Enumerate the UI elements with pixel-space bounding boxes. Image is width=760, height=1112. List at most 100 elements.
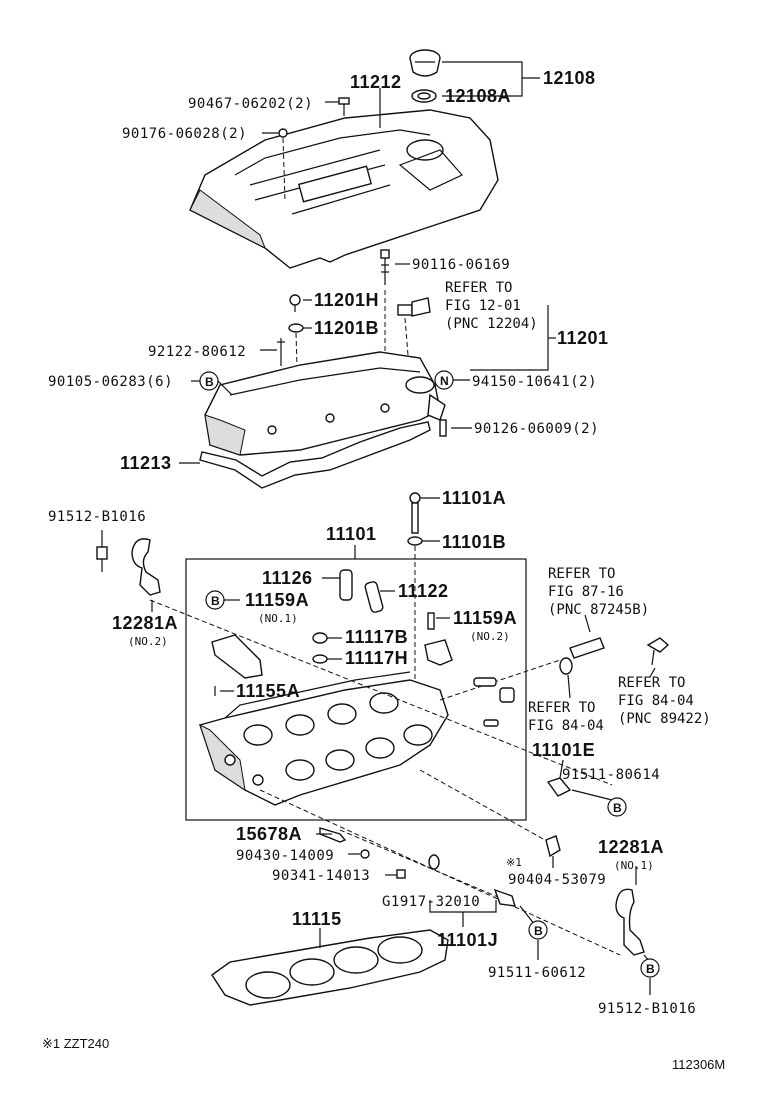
- cylinder-head-cover-11212: [189, 109, 499, 269]
- pipe-15678A: [319, 827, 347, 843]
- callout-b-11159A: B: [205, 590, 225, 610]
- footer-diagram-id: 112306M: [672, 1057, 725, 1072]
- cylinder-head-box: [185, 558, 527, 821]
- ref3-line1: REFER TO: [618, 675, 685, 691]
- ref4-line2: FIG 84-04: [528, 718, 604, 734]
- plug-parts: [473, 677, 515, 727]
- svg-text:B: B: [205, 375, 214, 389]
- label-11213: 11213: [120, 453, 172, 473]
- ref1-line3: (PNC 12204): [445, 316, 538, 332]
- callout-b-91511-60612: B: [528, 920, 548, 940]
- bolt-11201H: [289, 294, 301, 312]
- label-11126: 11126: [262, 568, 313, 588]
- label-91511-60612: 91511-60612: [488, 965, 586, 981]
- ref2-line3: (PNC 87245B): [548, 602, 649, 618]
- label-90116: 90116-06169: [412, 257, 510, 273]
- label-90105: 90105-06283(6): [48, 374, 173, 390]
- note-mark1: ※1: [506, 856, 522, 869]
- label-94150: 94150-10641(2): [472, 374, 597, 390]
- label-91511-80614: 91511-80614: [562, 767, 660, 783]
- note-no2-a: (NO.2): [128, 635, 168, 648]
- oil-filler-gasket: [411, 89, 437, 103]
- label-11101E: 11101E: [532, 740, 595, 760]
- cylinder-head-cover: [204, 351, 446, 456]
- svg-text:B: B: [534, 924, 543, 938]
- washer-right: [559, 657, 573, 675]
- bolt-90126: [439, 419, 447, 437]
- oil-filler-cap: [409, 49, 441, 77]
- footer-model-note: ※1 ZZT240: [42, 1036, 109, 1051]
- label-11122: 11122: [398, 581, 449, 601]
- callout-b-91511-80614: B: [607, 797, 627, 817]
- fitting-90404: [545, 835, 561, 858]
- stud-92122: [277, 338, 285, 366]
- label-90467: 90467-06202(2): [188, 96, 313, 112]
- label-12108: 12108: [543, 68, 596, 88]
- label-11101J: 11101J: [437, 930, 498, 950]
- label-15678A: 15678A: [236, 824, 302, 844]
- label-12281A-no2: 12281A: [112, 613, 178, 633]
- head-gasket-11115: [211, 929, 449, 1006]
- bolt-11159A: [427, 612, 435, 630]
- ref3-line3: (PNC 89422): [618, 711, 711, 727]
- label-90404: 90404-53079: [508, 872, 606, 888]
- label-11101: 11101: [326, 524, 377, 544]
- callout-n-94150: N: [440, 374, 449, 388]
- ref3-line2: FIG 84-04: [618, 693, 694, 709]
- svg-text:N: N: [440, 374, 449, 388]
- label-11101B: 11101B: [442, 532, 506, 552]
- note-no2-b: (NO.2): [470, 630, 510, 643]
- bolt-90341: [396, 869, 406, 879]
- callout-b-90105: B: [199, 371, 219, 391]
- gasket-G1917: [428, 854, 440, 870]
- bolt-91512-left: [96, 546, 108, 572]
- svg-text:B: B: [646, 962, 655, 976]
- label-11159A-right: 11159A: [453, 608, 517, 628]
- bolt-90467: [338, 97, 350, 116]
- label-11201H: 11201H: [314, 290, 379, 310]
- svg-text:B: B: [613, 801, 622, 815]
- label-11201B: 11201B: [314, 318, 379, 338]
- label-12108A: 12108A: [445, 86, 511, 106]
- valve-guide-11126: [339, 569, 353, 601]
- label-11115: 11115: [292, 909, 342, 929]
- label-12281A-no1: 12281A: [598, 837, 664, 857]
- note-no1-a: (NO.1): [258, 612, 298, 625]
- cam-cap-11159A-right: [424, 639, 453, 666]
- cylinder-head: [199, 671, 449, 806]
- plug-11101J: [493, 888, 516, 907]
- label-G1917: G1917-32010: [382, 894, 480, 910]
- head-bolt-washer-11101B: [407, 536, 423, 546]
- seal-11117B: [312, 632, 328, 644]
- label-90341: 90341-14013: [272, 868, 370, 884]
- ref1-line2: FIG 12-01: [445, 298, 521, 314]
- callout-b-91512-bottom: B: [640, 958, 660, 978]
- pcv-valve: [397, 297, 431, 317]
- sensor-89422: [646, 637, 670, 666]
- label-11117B: 11117B: [345, 627, 408, 647]
- ref2-line1: REFER TO: [548, 566, 615, 582]
- seal-11117H: [312, 654, 328, 664]
- cover-gasket-11213: [199, 421, 431, 489]
- stud-90116: [380, 249, 390, 285]
- label-11159A-left: 11159A: [245, 590, 309, 610]
- label-90176: 90176-06028(2): [122, 126, 247, 142]
- label-91512-top: 91512-B1016: [48, 509, 146, 525]
- valve-guide-11122: [364, 581, 384, 613]
- label-11201: 11201: [557, 328, 609, 348]
- gasket-90430: [360, 849, 370, 859]
- engine-hanger-no2: [131, 538, 161, 596]
- label-11212: 11212: [350, 72, 402, 92]
- label-11155A: 11155A: [236, 681, 300, 701]
- ref1-line1: REFER TO: [445, 280, 512, 296]
- plug-11101E: [546, 777, 572, 797]
- cam-cap-11159A-left: [211, 634, 263, 679]
- label-11117H: 11117H: [345, 648, 408, 668]
- note-no1-b: (NO.1): [614, 859, 654, 872]
- svg-text:B: B: [211, 594, 220, 608]
- label-92122: 92122-80612: [148, 344, 246, 360]
- ref2-line2: FIG 87-16: [548, 584, 624, 600]
- tube-87245B: [569, 637, 605, 659]
- head-bolt-11101A: [409, 492, 421, 534]
